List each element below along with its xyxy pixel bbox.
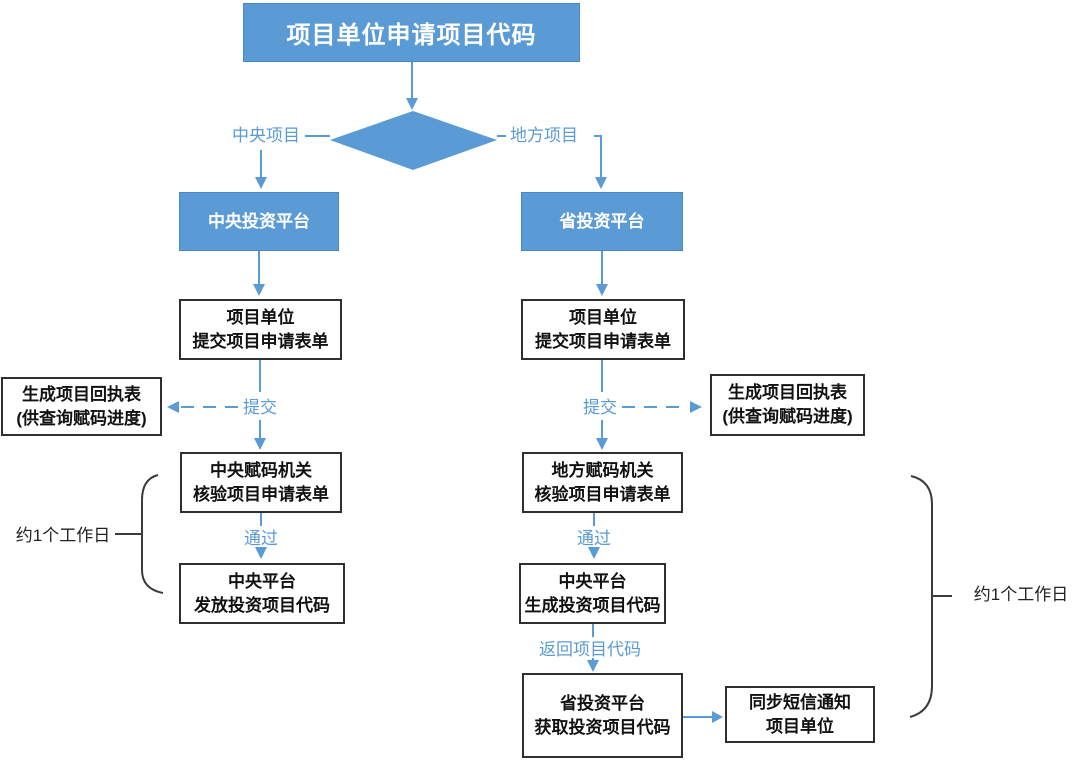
- decision-diamond: [330, 111, 497, 170]
- node-sms-notify: 同步短信通知 项目单位: [725, 686, 875, 743]
- arrowhead-right-pass: [588, 547, 600, 559]
- node-title: 项目单位申请项目代码: [243, 3, 580, 62]
- node-right-verify: 地方赋码机关 核验项目申请表单: [522, 452, 683, 513]
- node-province-platform: 省投资平台: [521, 192, 683, 251]
- node-left-verify: 中央赋码机关 核验项目申请表单: [180, 452, 342, 513]
- brace-right-duration: [909, 475, 933, 718]
- arrowhead-title-to-diamond: [406, 98, 418, 110]
- arrowhead-return: [587, 660, 599, 672]
- node-right-submit-form: 项目单位 提交项目申请表单: [521, 299, 685, 360]
- brace-left-duration: [141, 474, 164, 594]
- node-central-platform: 中央投资平台: [179, 192, 339, 251]
- node-right-receipt: 生成项目回执表 (供查询赋码进度): [710, 374, 865, 436]
- node-left-submit-form: 项目单位 提交项目申请表单: [179, 299, 342, 360]
- node-left-receipt: 生成项目回执表 (供查询赋码进度): [1, 377, 162, 436]
- node-right-generate-code: 中央平台 生成投资项目代码: [519, 563, 666, 624]
- arrowhead-right-submit: [596, 438, 608, 450]
- label-left-pass: 通过: [244, 529, 278, 548]
- arrowhead-left-submit: [254, 438, 266, 450]
- arrowhead-right-branch: [595, 177, 607, 189]
- label-left-duration: 约1个工作日: [15, 526, 111, 545]
- arrow-right-branch: [594, 135, 602, 177]
- label-right-submit: 提交: [583, 398, 617, 417]
- arrowhead-left-receipt: [167, 401, 179, 413]
- label-left-submit: 提交: [243, 398, 277, 417]
- label-right-duration: 约1个工作日: [973, 585, 1069, 604]
- label-local-project: 地方项目: [510, 126, 578, 145]
- arrowhead-left-branch: [255, 177, 267, 189]
- label-return-code: 返回项目代码: [539, 640, 641, 659]
- label-central-project: 中央项目: [232, 126, 300, 145]
- arrowhead-left-pass: [255, 547, 267, 559]
- arrowhead-left-platform-to-form: [253, 284, 265, 296]
- node-left-issue-code: 中央平台 发放投资项目代码: [179, 563, 345, 624]
- node-right-fetch-code: 省投资平台 获取投资项目代码: [522, 673, 683, 758]
- arrowhead-right-platform-to-form: [596, 284, 608, 296]
- arrowhead-fetch-to-sms: [712, 711, 723, 723]
- label-right-pass: 通过: [577, 529, 611, 548]
- arrowhead-right-receipt: [690, 401, 702, 413]
